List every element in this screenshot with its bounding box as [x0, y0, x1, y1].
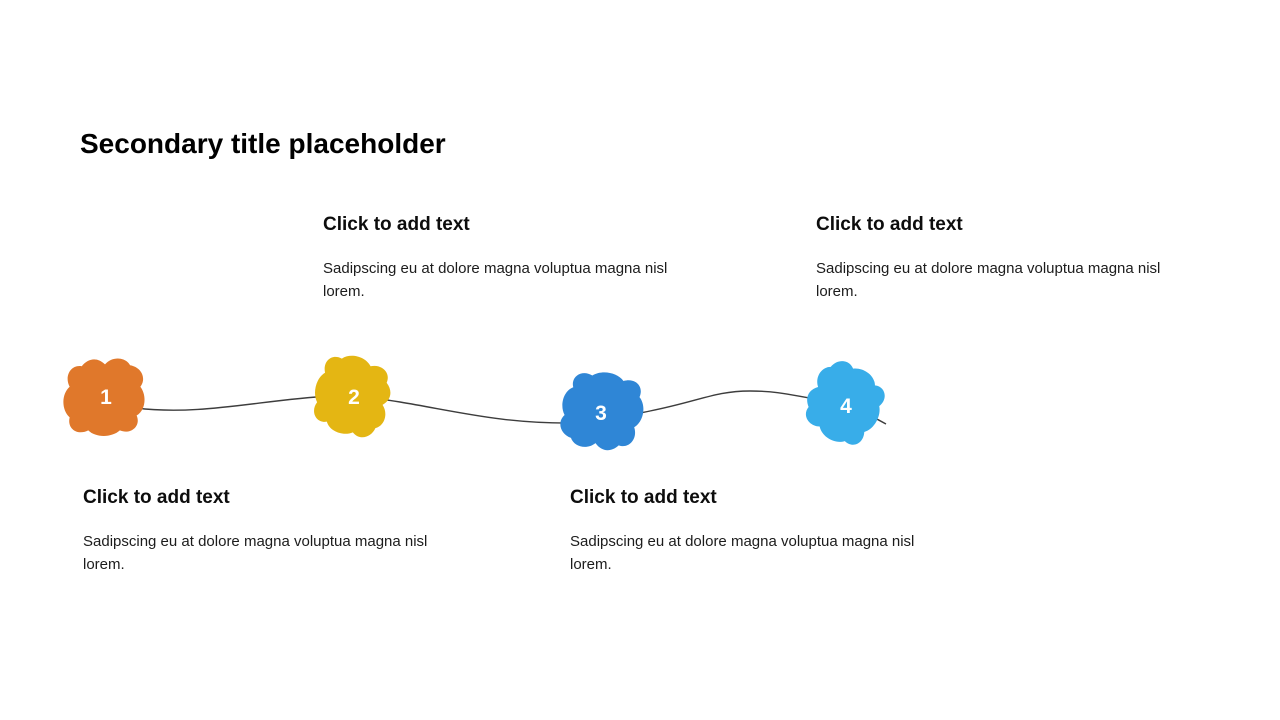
step-3-heading: Click to add text	[570, 487, 717, 508]
step-blob-2[interactable]	[306, 348, 399, 443]
step-blob-3[interactable]	[556, 366, 649, 456]
step-2-heading: Click to add text	[323, 214, 470, 235]
step-1-body: Sadipscing eu at dolore magna voluptua m…	[83, 533, 428, 573]
step-1-heading: Click to add text	[83, 487, 230, 508]
step-3-text-placeholder[interactable]: Click to add text Sadipscing eu at dolor…	[570, 486, 954, 576]
page-title[interactable]: Secondary title placeholder	[80, 128, 446, 159]
step-4-body: Sadipscing eu at dolore magna voluptua m…	[816, 260, 1161, 300]
connector-line	[135, 390, 887, 425]
step-blob-1[interactable]	[63, 358, 145, 436]
step-3-number: 3	[595, 402, 607, 425]
step-1-number: 1	[100, 386, 112, 409]
step-2-body: Sadipscing eu at dolore magna voluptua m…	[323, 260, 668, 300]
step-3-body: Sadipscing eu at dolore magna voluptua m…	[570, 533, 915, 573]
step-4-heading: Click to add text	[816, 214, 963, 235]
step-4-number: 4	[840, 395, 852, 418]
step-blob-4[interactable]	[794, 352, 896, 455]
step-1-text-placeholder[interactable]: Click to add text Sadipscing eu at dolor…	[83, 486, 467, 576]
step-2-text-placeholder[interactable]: Click to add text Sadipscing eu at dolor…	[323, 213, 707, 303]
step-2-number: 2	[348, 386, 360, 409]
step-4-text-placeholder[interactable]: Click to add text Sadipscing eu at dolor…	[816, 213, 1200, 303]
